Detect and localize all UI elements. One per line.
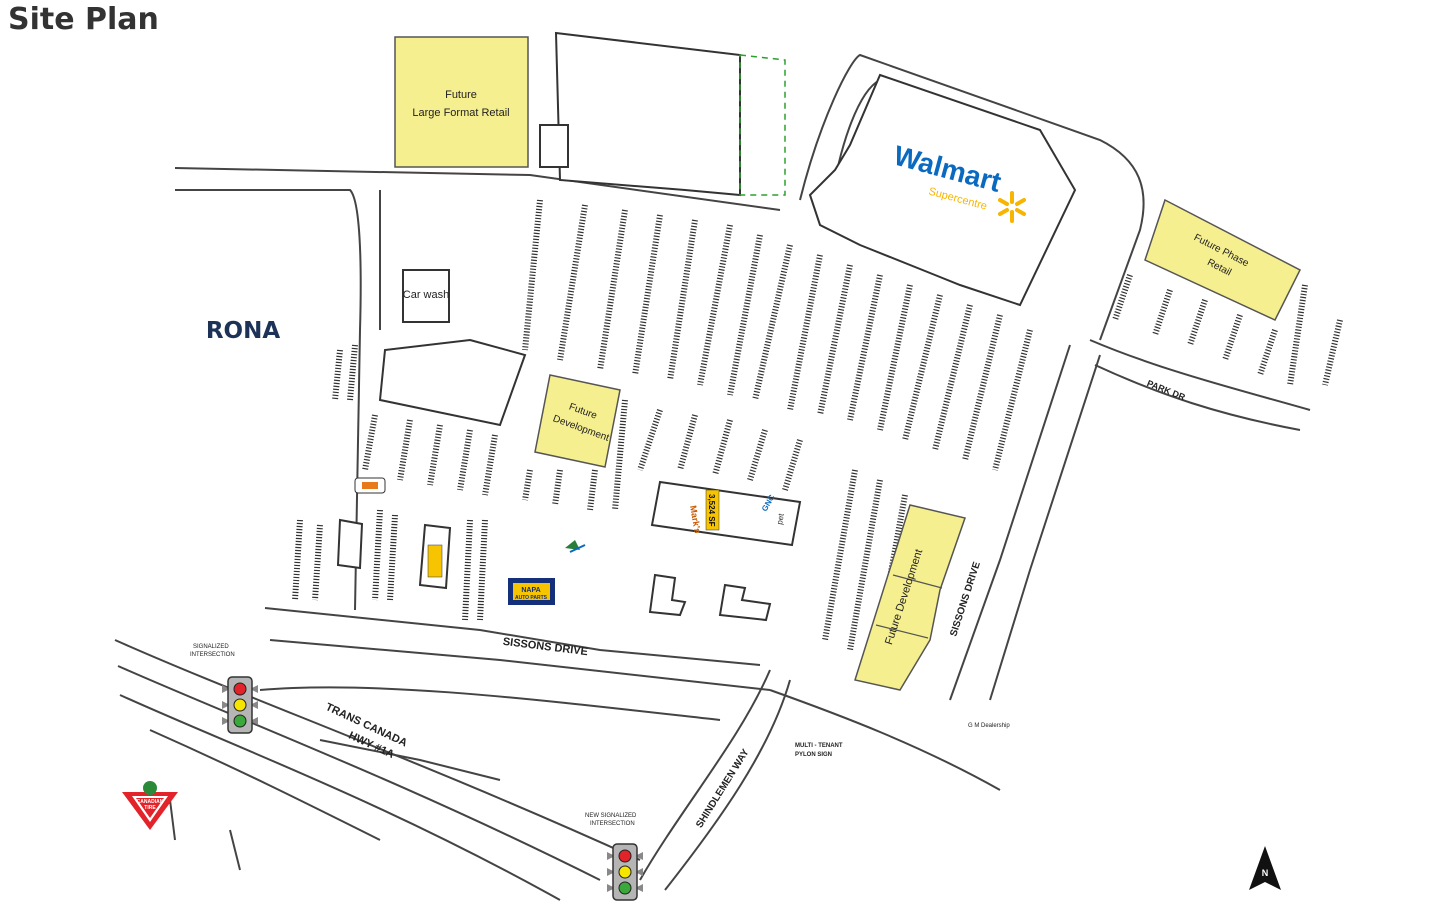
napa-logo: NAPA AUTO PARTS <box>508 578 555 605</box>
rona-logo: RONA <box>206 318 281 344</box>
ct-access-1 <box>169 799 176 841</box>
north-anchor-building <box>554 31 741 197</box>
sissons-drive-east-outer <box>989 354 1101 701</box>
west-pad-logo <box>427 544 443 578</box>
west-pad-1 <box>336 518 364 570</box>
tenant-logos: RONA NAPA AUTO PARTS CANADIAN TIRE <box>122 318 586 830</box>
north-arrow-label: N <box>1262 868 1269 878</box>
future-development-east <box>854 504 966 691</box>
highway-median <box>319 739 501 781</box>
new-signalized-label-1: NEW SIGNALIZED <box>585 813 637 819</box>
rona-lot-edge <box>175 189 362 331</box>
park-dr-south-edge <box>1094 364 1301 431</box>
car-wash-building <box>402 269 450 323</box>
future-phase-retail <box>1144 198 1302 321</box>
future-large-format-label-1: Future <box>445 89 477 101</box>
svg-text:NAPA: NAPA <box>521 587 540 594</box>
sissons-drive-north-edge <box>264 607 761 666</box>
gm-dealership-label: G M Dealership <box>968 723 1010 729</box>
sqft-unit-box <box>705 489 720 531</box>
traffic-light-icon <box>607 843 643 901</box>
ct-access-2 <box>229 829 241 871</box>
shindleman-way-label: SHINDLEMEN WAY <box>694 747 752 830</box>
sqft-unit-label: 3,524 SF <box>707 494 716 527</box>
highway-ramp <box>259 686 721 721</box>
pad-building-2 <box>718 583 772 622</box>
walmart-spark-icon <box>998 191 1026 223</box>
sissons-drive-east-label: SISSONS DRIVE <box>948 560 983 638</box>
future-large-format-retail <box>394 36 529 168</box>
signalized-label-2: INTERSECTION <box>190 652 235 658</box>
highway-south-edge <box>149 729 381 841</box>
highway-north-edge <box>114 639 641 861</box>
buildings: Future Large Format Retail Walmart Super… <box>336 31 1302 691</box>
walmart-ring-road <box>799 53 1145 341</box>
new-signalized-label-2: INTERSECTION <box>590 821 635 827</box>
signalized-label-1: SIGNALIZED <box>193 644 229 650</box>
future-large-format-label-2: Large Format Retail <box>412 107 509 119</box>
page-title: Site Plan <box>8 2 159 37</box>
multi-tenant-strip <box>650 480 802 547</box>
pet-store-label: pet <box>775 512 786 525</box>
car-wash-label: Car wash <box>403 289 449 301</box>
future-development-center <box>534 374 621 468</box>
walmart-building <box>808 73 1077 307</box>
parking-west <box>292 344 498 621</box>
marks-store-label: Mark's <box>688 505 703 534</box>
sissons-drive-south-edge <box>269 639 771 691</box>
park-dr-north-edge <box>1089 339 1311 411</box>
svg-text:TIRE: TIRE <box>144 805 156 811</box>
shindleman-way-east-edge <box>664 679 791 891</box>
sissons-drive-east-inner <box>949 344 1071 701</box>
shindleman-way-west-edge <box>639 669 771 881</box>
highway-mid-edge-2 <box>119 694 561 901</box>
connector-road <box>769 689 1001 791</box>
park-dr-label: PARK DR <box>1146 378 1188 403</box>
north-arrow-icon: N <box>1249 846 1281 890</box>
traffic-light-icon <box>222 676 258 734</box>
sissons-drive-south-label: SISSONS DRIVE <box>502 636 588 658</box>
svg-text:AUTO PARTS: AUTO PARTS <box>515 595 548 601</box>
pylon-sign-label-1: MULTI - TENANT <box>795 743 843 749</box>
parking-main <box>522 199 1033 511</box>
fcc-logo <box>565 540 586 553</box>
svg-text:CANADIAN: CANADIAN <box>137 799 164 805</box>
canadian-tire-logo: CANADIAN TIRE <box>122 781 178 830</box>
west-retail-block <box>378 338 527 427</box>
north-anchor-annex <box>539 124 569 168</box>
pad-building-1 <box>648 573 687 617</box>
highway-mid-edge-1 <box>117 665 601 881</box>
future-expansion-outline <box>739 54 786 196</box>
pylon-sign-label-2: PYLON SIGN <box>795 752 832 758</box>
parking-east <box>822 274 1343 661</box>
north-access-road <box>174 167 781 211</box>
